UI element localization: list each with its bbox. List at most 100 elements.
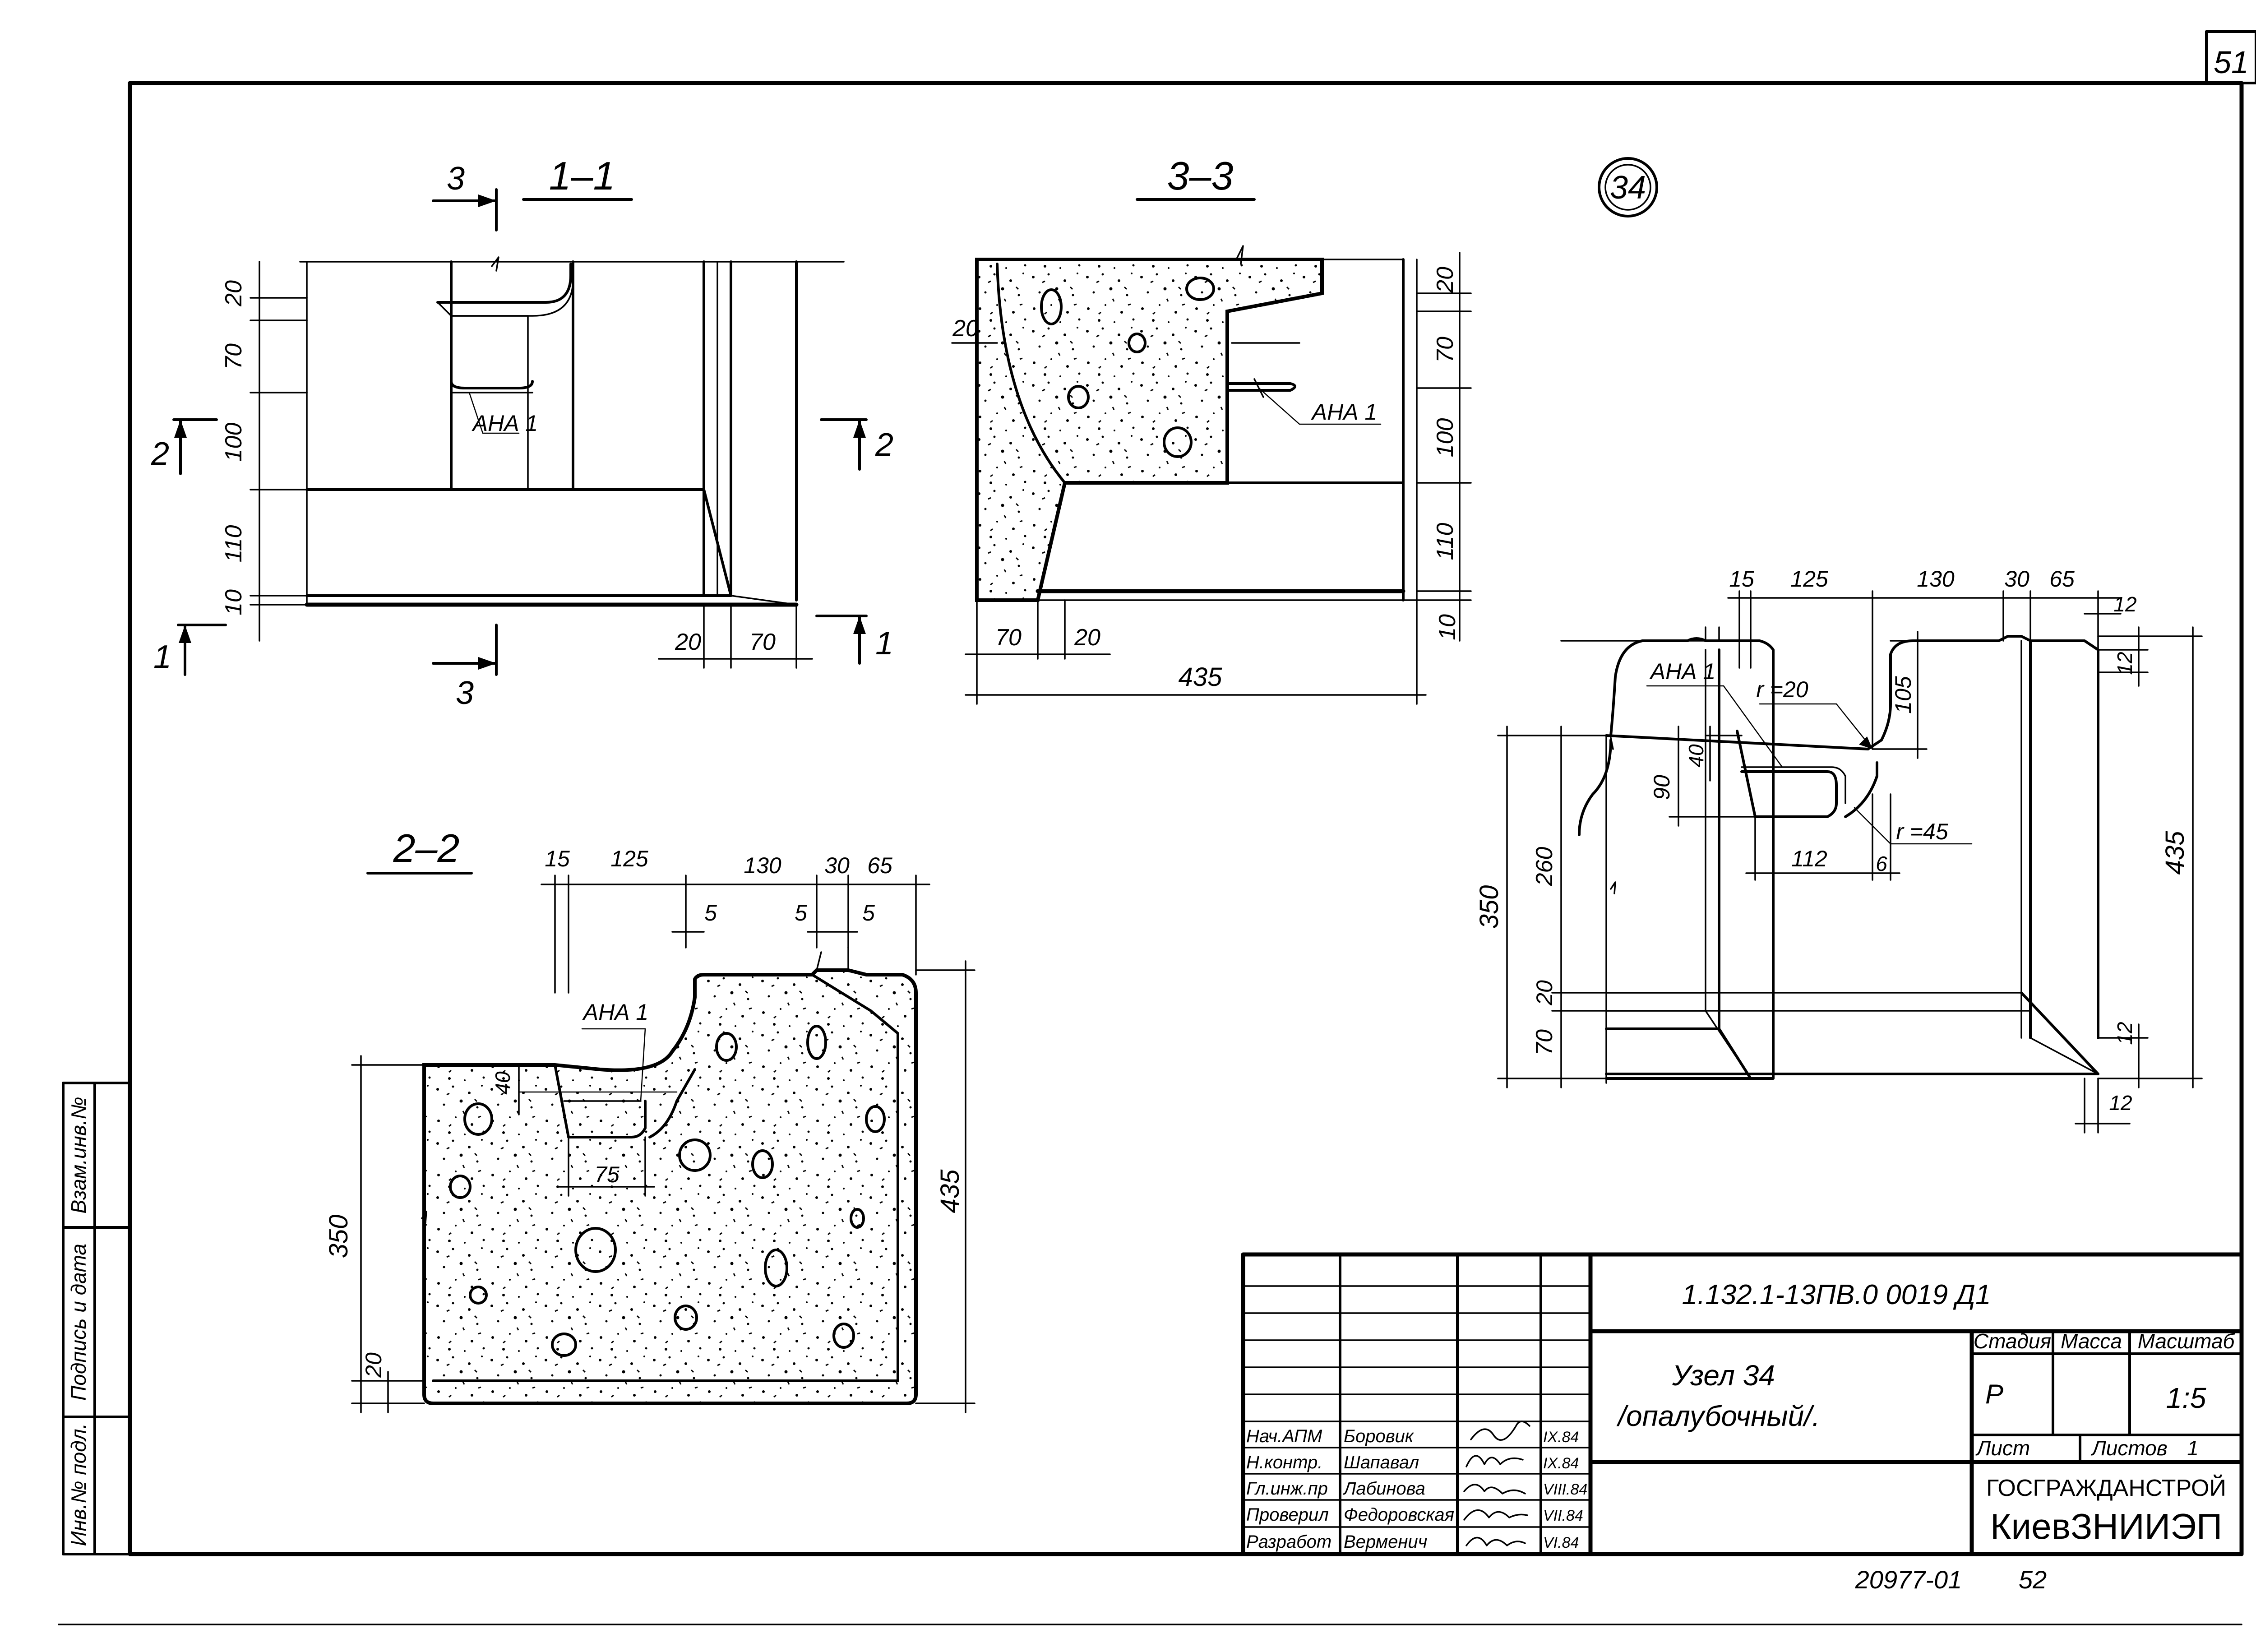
dim-3-3-20: 20 [1432, 267, 1458, 293]
tb-date-0: IX.84 [1543, 1429, 1579, 1446]
plan-dim-12b: 12 [2113, 652, 2136, 675]
plan-dim-350: 350 [1475, 885, 1504, 929]
dim-3-3-100: 100 [1432, 418, 1458, 458]
dim-3-3-bottom-70: 70 [995, 625, 1022, 651]
dim-3-3-bottom-435: 435 [1179, 662, 1223, 692]
dim-1-1-70: 70 [221, 343, 247, 370]
node-mark-number: 34 [1610, 170, 1646, 206]
dim-3-3-70: 70 [1432, 337, 1458, 363]
section-1-1-title: 1–1 [549, 153, 615, 198]
drawing-title-line2: /опалубочный/. [1616, 1400, 1820, 1432]
cut-2-left-label: 2 [151, 436, 169, 472]
section-3-3-title: 3–3 [1167, 153, 1234, 198]
section-2-2: 2–2 АНА 1 40 [324, 826, 975, 1413]
cut-3-bottom-label: 3 [456, 675, 474, 711]
dim-3-3-10: 10 [1434, 614, 1461, 640]
dim-2-2-125: 125 [610, 846, 648, 871]
dim-3-3-110: 110 [1432, 523, 1458, 560]
tb-name-0: Боровик [1344, 1426, 1415, 1446]
tb-name-1: Шапавал [1344, 1453, 1419, 1472]
sheets-count: 1 [2187, 1436, 2199, 1460]
section-1-1: 1–1 3 3 АНА 1 [151, 153, 893, 711]
tb-name-2: Лабинова [1342, 1479, 1425, 1499]
plan-dim-435: 435 [2160, 831, 2190, 875]
bottom-ref: 20977-01 [1855, 1565, 1962, 1594]
dim-1-1-100: 100 [221, 423, 247, 462]
title-block: 1.132.1-13ПВ.0 0019 Д1 Узел 34 /опалубоч… [1241, 1252, 2244, 1556]
plan-view: АНА 1 r =20 r =45 15 125 130 30 65 105 1… [1475, 566, 2203, 1134]
org-name-2: КиевЗНИИЭП [1990, 1506, 2222, 1546]
ana-label-3-3: АНА 1 [1311, 399, 1378, 425]
cut-1-right-label: 1 [875, 625, 893, 662]
plan-dim-105: 105 [1891, 676, 1916, 714]
r20-label: r =20 [1756, 677, 1808, 702]
side-stamp-sign-date: Подпись и дата [67, 1244, 90, 1401]
tb-name-3: Федоровская [1344, 1505, 1454, 1525]
dim-1-1-110: 110 [221, 525, 247, 562]
plan-dim-70: 70 [1531, 1029, 1558, 1055]
plan-dim-40: 40 [1684, 744, 1708, 768]
node-mark: 34 [1598, 157, 1658, 217]
dim-1-1-10: 10 [221, 589, 247, 615]
plan-dim-15: 15 [1729, 566, 1754, 592]
dim-2-2-5a: 5 [704, 900, 717, 925]
dim-2-2-75: 75 [594, 1162, 619, 1187]
side-stamp-replace-inv: Взам.инв.№ [67, 1097, 90, 1214]
plan-dim-65: 65 [2049, 566, 2075, 592]
ana-label-2-2: АНА 1 [582, 1000, 649, 1025]
cut-2-right-label: 2 [875, 427, 893, 463]
r45-label: r =45 [1896, 819, 1948, 844]
bottom-page: 52 [2019, 1565, 2047, 1594]
plan-dim-260: 260 [1531, 847, 1558, 887]
drawing-title-line1: Узел 34 [1672, 1359, 1775, 1392]
dim-1-1-bottom-70: 70 [749, 629, 776, 655]
tb-role-0: Нач.АПМ [1246, 1426, 1322, 1446]
org-name-1: ГОСГРАЖДАНСТРОЙ [1986, 1475, 2226, 1501]
tb-date-3: VII.84 [1543, 1507, 1583, 1524]
dim-2-2-30: 30 [824, 853, 850, 878]
stage-value: Р [1985, 1379, 2003, 1409]
section-2-2-title: 2–2 [393, 826, 460, 870]
sheet-number: 51 [2214, 45, 2249, 80]
dim-1-1-20: 20 [221, 280, 247, 307]
mass-header: Масса [2061, 1329, 2122, 1353]
tb-role-3: Проверил [1246, 1505, 1329, 1525]
signatures [1463, 1421, 1530, 1546]
dim-2-2-20: 20 [361, 1352, 386, 1378]
tb-role-4: Разработ [1246, 1532, 1331, 1552]
cut-3-top-label: 3 [447, 161, 465, 197]
dim-1-1-bottom-20: 20 [675, 629, 701, 655]
dim-3-3-bottom-20: 20 [1074, 625, 1100, 651]
dim-2-2-5b: 5 [795, 900, 807, 925]
sheet-border: 51 [128, 30, 2256, 1556]
plan-dim-130: 130 [1917, 566, 1955, 592]
plan-dim-90: 90 [1649, 775, 1674, 800]
tb-date-1: IX.84 [1543, 1455, 1579, 1472]
plan-dim-20: 20 [1532, 980, 1557, 1006]
dim-2-2-15: 15 [545, 846, 570, 871]
dim-2-2-40: 40 [491, 1071, 514, 1095]
plan-dim-125: 125 [1790, 566, 1828, 592]
stage-header: Стадия [1974, 1329, 2051, 1353]
tb-date-2: VIII.84 [1543, 1481, 1587, 1498]
tb-name-4: Верменич [1344, 1532, 1427, 1552]
sheet-label: Лист [1975, 1436, 2030, 1460]
scale-value: 1:5 [2166, 1382, 2206, 1414]
tb-date-4: VI.84 [1543, 1534, 1579, 1551]
plan-dim-6: 6 [1876, 852, 1887, 875]
dim-2-2-350: 350 [324, 1215, 353, 1259]
drawing-code: 1.132.1-13ПВ.0 0019 Д1 [1682, 1279, 1991, 1310]
section-3-3: 3–3 АНА 1 20 70 100 [951, 153, 1472, 705]
side-stamp-inv-orig: Инв.№ подл. [67, 1423, 90, 1546]
scale-header: Масштаб [2138, 1329, 2236, 1353]
sheets-label: Листов [2090, 1436, 2168, 1460]
dim-2-2-435: 435 [935, 1169, 965, 1213]
dim-2-2-65: 65 [867, 853, 892, 878]
tb-role-2: Гл.инж.пр [1246, 1479, 1328, 1499]
plan-dim-12d: 12 [2109, 1091, 2132, 1115]
cut-1-left-label: 1 [153, 639, 171, 675]
dim-2-2-5c: 5 [862, 900, 875, 925]
tb-role-1: Н.контр. [1246, 1453, 1322, 1472]
ana-label-1-1: АНА 1 [472, 411, 538, 436]
